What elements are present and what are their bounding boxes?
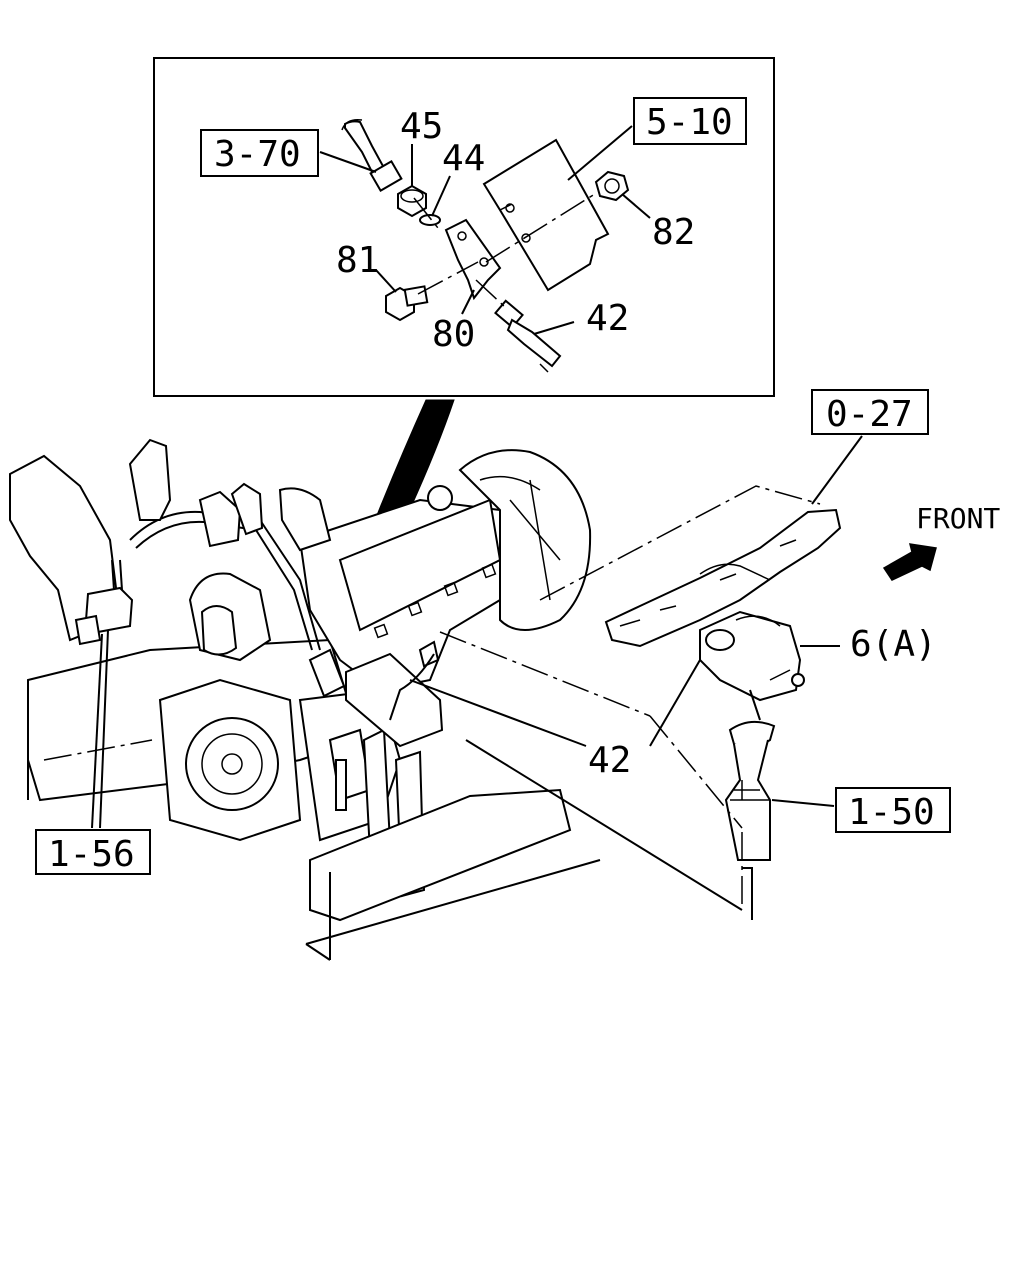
label-part-45: 45: [400, 106, 443, 147]
label-front: FRONT: [916, 502, 1000, 535]
label-part-82: 82: [652, 212, 695, 253]
exhaust-pipe: [724, 720, 776, 861]
assembly-lines: [439, 485, 821, 920]
frame-plate-5-10: [482, 138, 610, 292]
label-part-42-main: 42: [588, 740, 631, 781]
part-6a-assembly: [699, 610, 805, 721]
label-part-6a: 6(A): [850, 624, 937, 665]
bracket-80: [444, 218, 502, 301]
label-part-42-detail: 42: [586, 298, 629, 339]
engine-assembly: [9, 438, 601, 961]
hose-3-70: [341, 118, 403, 193]
label-ref-5-10: 5-10: [646, 102, 733, 143]
label-part-80: 80: [432, 314, 475, 355]
label-part-81: 81: [336, 240, 379, 281]
exhaust-manifold: [604, 508, 842, 648]
front-arrow-icon: [882, 543, 937, 581]
label-part-44: 44: [442, 138, 485, 179]
fan-pulley: [427, 449, 592, 631]
nut-82: [594, 170, 630, 202]
sensor-42-detail: [494, 299, 562, 373]
detail-inset: [153, 57, 775, 397]
nut-45: [397, 184, 427, 218]
filter-block: [74, 586, 134, 646]
washer-44: [419, 214, 441, 226]
label-ref-0-27: 0-27: [826, 394, 913, 435]
label-ref-1-50: 1-50: [848, 792, 935, 833]
bolt-81: [385, 285, 429, 322]
label-ref-1-56: 1-56: [48, 834, 135, 875]
label-ref-3-70: 3-70: [214, 134, 301, 175]
